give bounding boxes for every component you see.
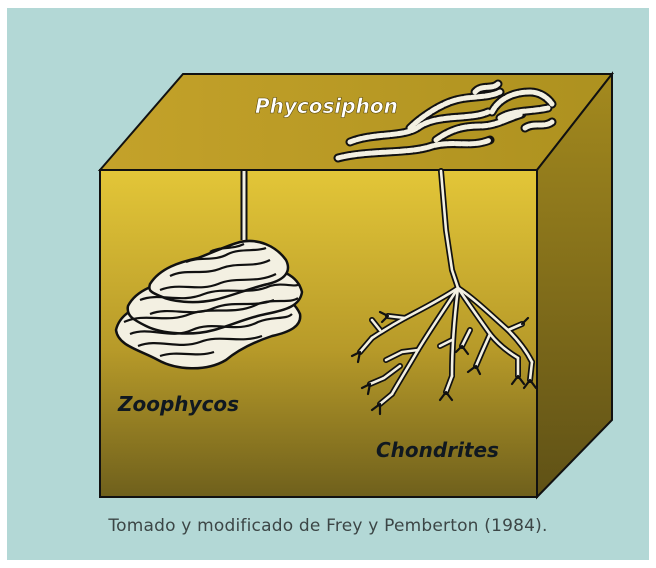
- label-zoophycos: Zoophycos: [117, 392, 239, 416]
- figure-caption: Tomado y modificado de Frey y Pemberton …: [108, 516, 548, 536]
- zoophycos-trace: [114, 171, 304, 370]
- chondrites-trace: [350, 168, 538, 416]
- phycosiphon-trace: [333, 79, 557, 163]
- label-phycosiphon: Phycosiphon: [255, 94, 398, 118]
- label-chondrites: Chondrites: [376, 438, 499, 462]
